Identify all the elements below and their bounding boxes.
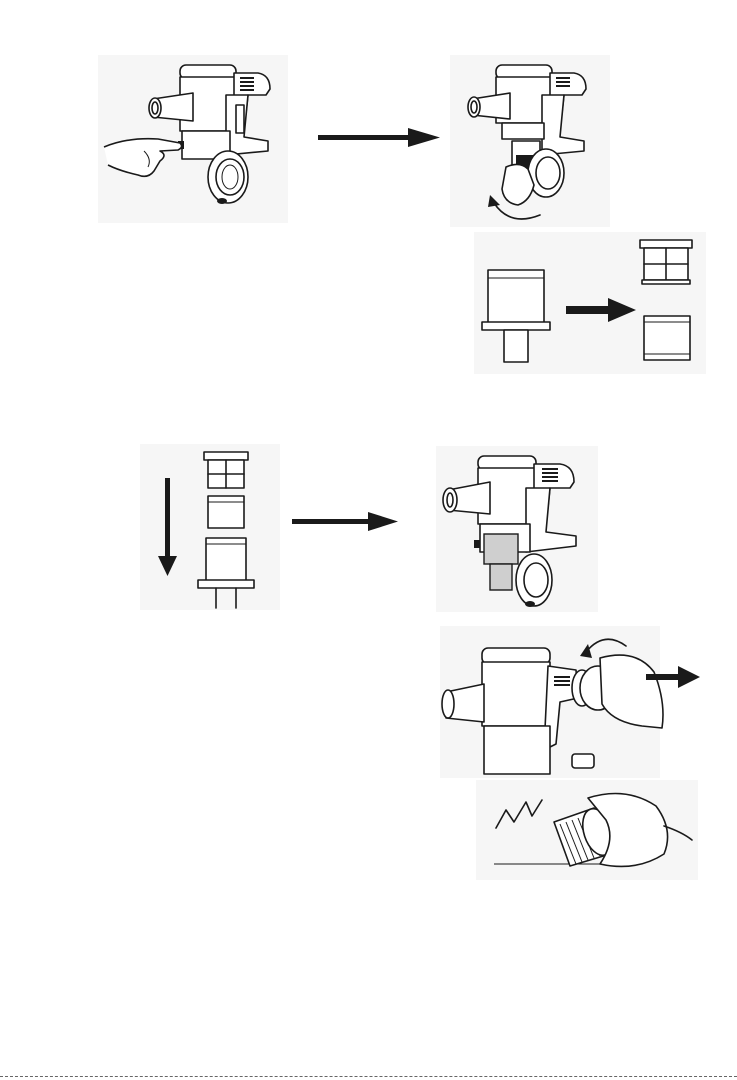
figure-twist-remove-hepa-filter [440,626,702,778]
dust-bin-highlight [484,534,518,564]
figure-reassemble-filter [140,444,280,610]
figure-press-release-button [98,55,288,223]
page-bottom-rule [0,1076,737,1077]
arrow-right-icon [318,128,442,148]
figure-separate-filter [474,232,706,374]
figure-tap-clean-filter [476,780,698,880]
figure-install-dust-bin [436,446,598,612]
figure-twist-dust-bin [450,55,610,227]
arrow-right-icon [292,512,400,532]
filter-sleeve [644,316,690,360]
hepa-mesh-filter [640,240,692,284]
